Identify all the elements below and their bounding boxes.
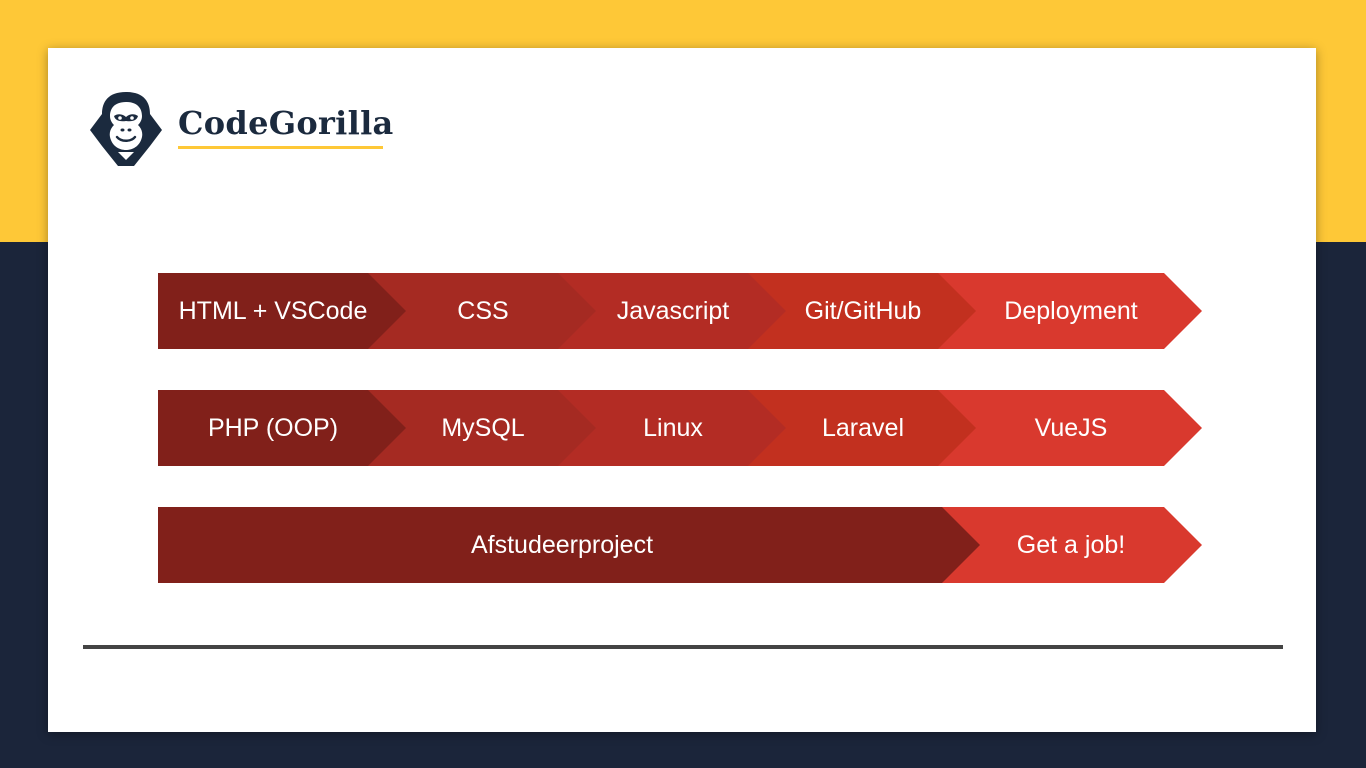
- chevron-step-shape: [558, 273, 786, 349]
- chevron-shapes: [158, 390, 1202, 466]
- chevron-step-shape: [558, 390, 786, 466]
- step-label: VueJS: [1034, 414, 1108, 442]
- brand-underline: [178, 146, 383, 149]
- chevron-step-shape: [158, 273, 406, 349]
- chevron-step-shape: [368, 273, 596, 349]
- divider-line: [83, 645, 1283, 649]
- chevron-step-shape: [748, 390, 976, 466]
- step-label: Laravel: [822, 414, 904, 442]
- step-label: Afstudeerproject: [470, 531, 654, 559]
- chevron-step-shape: [938, 273, 1202, 349]
- slide-card: CodeGorilla HTML + VSCode CSS Javascript Gi…: [48, 48, 1316, 732]
- step-label: MySQL: [441, 414, 525, 442]
- curriculum-row-1: HTML + VSCode CSS Javascript Git/GitHub Depl…: [158, 273, 1202, 349]
- brand-name: CodeGorilla: [178, 104, 394, 142]
- step-label: Deployment: [1004, 297, 1138, 325]
- step-label: HTML + VSCode: [178, 297, 368, 325]
- chevron-step-shape: [158, 507, 980, 583]
- step-label: PHP (OOP): [207, 414, 339, 442]
- chevron-step-shape: [748, 273, 976, 349]
- chevron-shapes: [158, 507, 1202, 583]
- step-label: Linux: [643, 414, 703, 442]
- chevron-step-shape: [158, 390, 406, 466]
- step-label: Javascript: [616, 297, 730, 325]
- curriculum-row-3: Afstudeerproject Get a job!: [158, 507, 1202, 583]
- chevron-step-shape: [368, 390, 596, 466]
- chevron-step-shape: [938, 390, 1202, 466]
- brand-logo: CodeGorilla: [88, 90, 393, 170]
- step-label: Get a job!: [1016, 531, 1126, 559]
- curriculum-row-2: PHP (OOP) MySQL Linux Laravel VueJS: [158, 390, 1202, 466]
- step-label: CSS: [457, 297, 509, 325]
- gorilla-icon: [90, 92, 162, 166]
- chevron-step-shape: [942, 507, 1202, 583]
- step-label: Git/GitHub: [804, 297, 922, 325]
- chevron-shapes: [158, 273, 1202, 349]
